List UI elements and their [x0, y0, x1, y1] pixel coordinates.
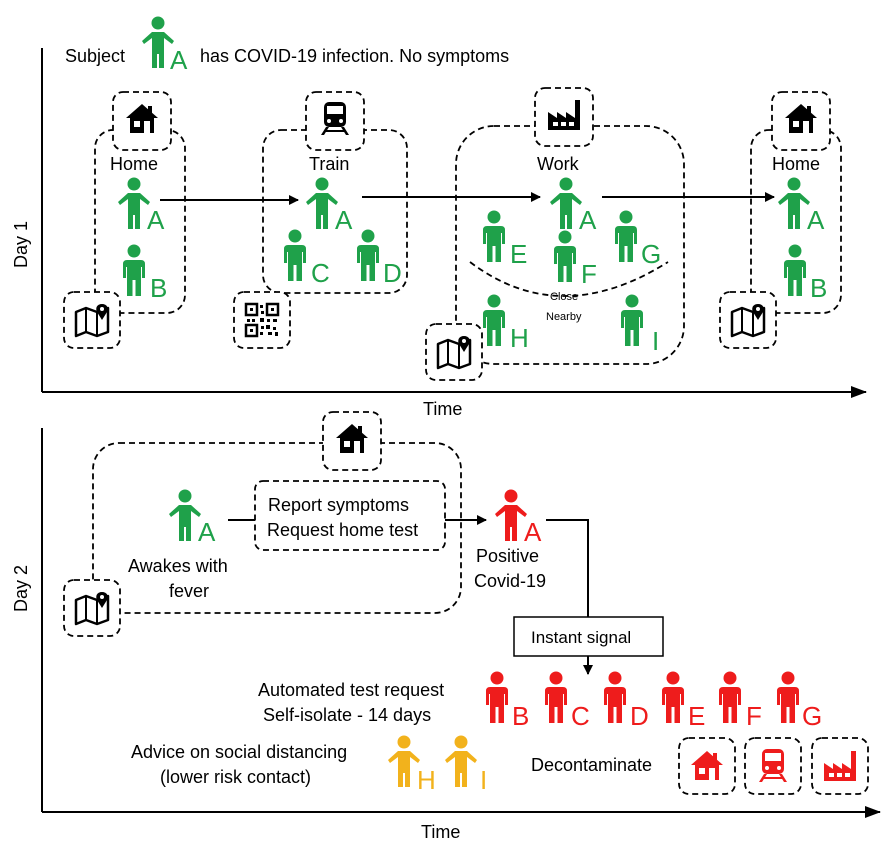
home2-person-b: [784, 244, 806, 296]
yellow-person-i-letter: I: [480, 765, 487, 795]
positive-person-letter: A: [524, 517, 542, 547]
home2-person-b-letter: B: [810, 273, 827, 303]
work-person-h: [483, 294, 505, 346]
train-person-d-letter: D: [383, 258, 402, 288]
home1-label: Home: [110, 154, 158, 174]
train-person-d: [357, 229, 379, 281]
instant-signal-label: Instant signal: [531, 628, 631, 647]
work-person-g-letter: G: [641, 239, 661, 269]
nearby-label: Nearby: [546, 311, 582, 323]
automated-line1: Automated test request: [258, 680, 444, 700]
work-person-e-letter: E: [510, 239, 527, 269]
red-person-f-letter: F: [746, 701, 762, 731]
report-line1: Report symptoms: [268, 495, 409, 515]
day1-time-label: Time: [423, 399, 462, 419]
red-person-g-letter: G: [802, 701, 822, 731]
decontaminate-label: Decontaminate: [531, 755, 652, 775]
red-person-c-letter: C: [571, 701, 590, 731]
positive-line2: Covid-19: [474, 571, 546, 591]
train-person-c-letter: C: [311, 258, 330, 288]
home2-area: Home A B: [719, 91, 842, 349]
red-person-c: [545, 671, 567, 723]
day2-axes: [41, 428, 881, 818]
train-person-a-letter: A: [335, 205, 353, 235]
decon-train-icon: [759, 749, 787, 782]
work-person-i: [621, 294, 643, 346]
red-person-e-letter: E: [688, 701, 705, 731]
awake-line2: fever: [169, 581, 209, 601]
work-person-e: [483, 210, 505, 262]
work-person-f-letter: F: [581, 259, 597, 289]
red-person-d-letter: D: [630, 701, 649, 731]
close-label: Close: [550, 291, 578, 303]
home2-label: Home: [772, 154, 820, 174]
work-person-f: [554, 230, 576, 282]
yellow-contacts: H I: [388, 735, 487, 795]
train-area: Train A C D: [233, 91, 408, 349]
train-label: Train: [309, 154, 349, 174]
work-person-a: [550, 177, 582, 229]
work-area: Work Close Nearby A E F G H I: [425, 87, 685, 381]
day1-axes: [41, 48, 867, 398]
day1-axis-label: Day 1: [11, 221, 31, 268]
home1-area: Home A B: [63, 91, 186, 349]
close-contact-boundary: [469, 261, 669, 297]
train-person-c: [284, 229, 306, 281]
report-line2: Request home test: [267, 520, 418, 540]
day2-home-area: [63, 411, 462, 637]
home1-person-a-letter: A: [147, 205, 165, 235]
red-person-b: [486, 671, 508, 723]
work-person-i-letter: I: [652, 326, 659, 356]
home1-person-a: [118, 177, 150, 229]
home1-person-b: [123, 244, 145, 296]
automated-line2: Self-isolate - 14 days: [263, 705, 431, 725]
positive-line1: Positive: [476, 546, 539, 566]
train-icon: [321, 102, 349, 135]
advice-line1: Advice on social distancing: [131, 742, 347, 762]
red-person-e: [662, 671, 684, 723]
positive-person: [495, 489, 527, 541]
red-person-f: [719, 671, 741, 723]
train-person-a: [306, 177, 338, 229]
instant-signal-box: [513, 616, 664, 657]
day2-axis-label: Day 2: [11, 565, 31, 612]
work-person-g: [615, 210, 637, 262]
home2-person-a: [778, 177, 810, 229]
header-subject-letter: A: [170, 45, 188, 75]
red-person-d: [604, 671, 626, 723]
decontaminate-icons: [678, 737, 869, 795]
red-contacts: B C D E F G: [486, 671, 822, 731]
work-label: Work: [537, 154, 580, 174]
yellow-person-h-letter: H: [417, 765, 436, 795]
advice-line2: (lower risk contact): [160, 767, 311, 787]
awake-line1: Awakes with: [128, 556, 228, 576]
day1-flow-arrows: [160, 192, 775, 205]
header-text-pre: Subject: [65, 46, 125, 66]
awake-person: [169, 489, 201, 541]
report-box: [254, 480, 446, 551]
red-person-g: [777, 671, 799, 723]
red-person-b-letter: B: [512, 701, 529, 731]
work-person-a-letter: A: [579, 205, 597, 235]
awake-person-letter: A: [198, 517, 216, 547]
home1-person-b-letter: B: [150, 273, 167, 303]
header-text-post: has COVID-19 infection. No symptoms: [200, 46, 509, 66]
home2-person-a-letter: A: [807, 205, 825, 235]
day2-time-label: Time: [421, 822, 460, 842]
yellow-person-i: [445, 735, 477, 787]
work-person-h-letter: H: [510, 323, 529, 353]
yellow-person-h: [388, 735, 420, 787]
